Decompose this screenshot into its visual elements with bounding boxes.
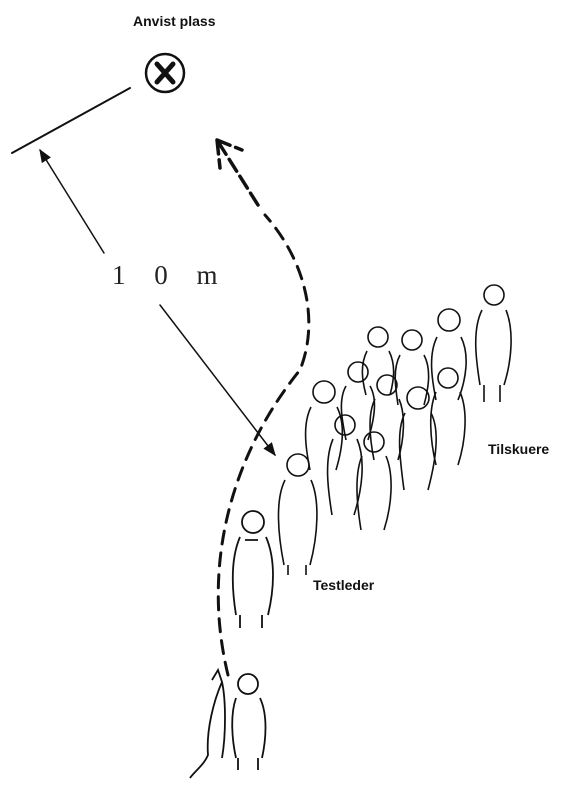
walk-path-dashed [218, 215, 309, 675]
distance-arrow-upper [40, 150, 104, 253]
target-label: Anvist plass [133, 13, 215, 29]
test-leader-label: Testleder [313, 577, 374, 593]
start-line [12, 88, 130, 153]
spectator-figure [400, 387, 437, 490]
spectator-figure [395, 330, 428, 405]
handler-with-dog-figure [190, 670, 266, 778]
spectator-figure [432, 309, 467, 400]
spectator-figure [306, 381, 343, 470]
spectator-figure [362, 327, 393, 395]
test-leader-figure [233, 511, 273, 628]
spectator-figure [476, 285, 511, 402]
distance-label: 1 0 m [112, 260, 229, 291]
spectator-figure [278, 454, 316, 575]
spectators-crowd [278, 285, 511, 575]
target-marker-icon [146, 54, 184, 92]
spectators-label: Tilskuere [488, 441, 549, 457]
spectator-figure [370, 375, 403, 460]
walk-path-arrow-icon [217, 140, 258, 205]
